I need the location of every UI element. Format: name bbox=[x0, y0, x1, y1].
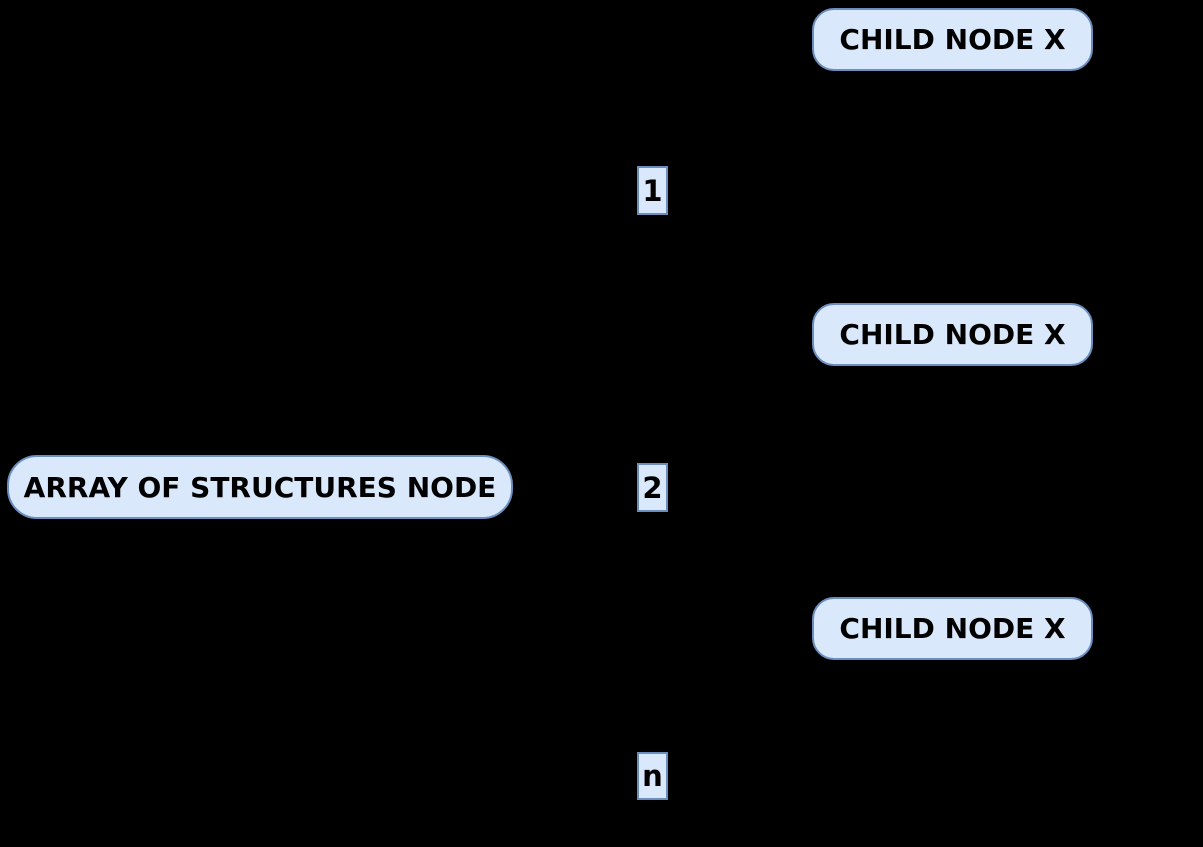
child-node-1: CHILD NODE X bbox=[812, 8, 1093, 71]
child-node-n: CHILD NODE X bbox=[812, 597, 1093, 660]
index-box-2: 2 bbox=[637, 463, 668, 512]
child-node-2: CHILD NODE X bbox=[812, 303, 1093, 366]
index-box-1: 1 bbox=[637, 166, 668, 215]
index-box-n: n bbox=[637, 752, 668, 800]
root-node-array-of-structures: ARRAY OF STRUCTURES NODE bbox=[7, 455, 513, 519]
